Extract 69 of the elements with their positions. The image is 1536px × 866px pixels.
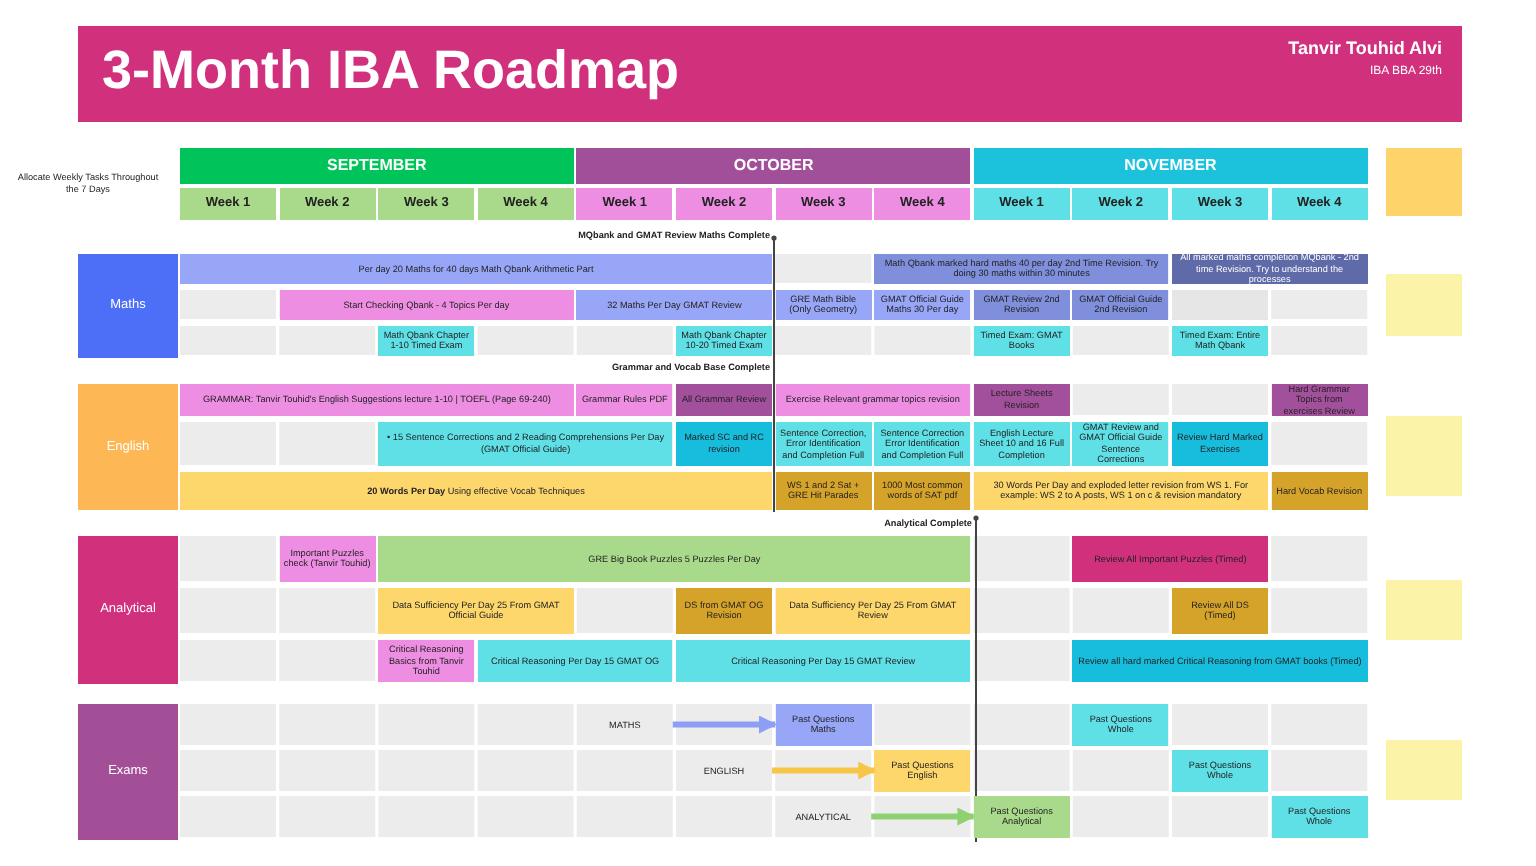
task-bar	[1271, 796, 1368, 837]
task-bar	[1271, 472, 1368, 509]
task-bar	[676, 640, 971, 681]
arrow	[772, 761, 877, 780]
task-bar	[1172, 588, 1268, 633]
week-header	[676, 188, 772, 220]
task-bar	[973, 290, 1070, 319]
task-bar	[1072, 536, 1268, 581]
task-bar	[775, 290, 872, 319]
task-bar	[775, 384, 971, 415]
category-box	[78, 254, 178, 358]
task-bar	[378, 536, 971, 581]
week-header	[279, 188, 376, 220]
arrow	[871, 807, 976, 826]
task-bar	[477, 640, 673, 681]
title-banner	[78, 26, 1462, 122]
task-bar	[1072, 704, 1169, 745]
task-bar	[1172, 422, 1268, 465]
month-text: OCTOBER	[733, 156, 814, 176]
week-header	[477, 188, 574, 220]
task-bar	[874, 290, 971, 319]
task-bar	[279, 290, 574, 319]
task-bar	[378, 422, 673, 465]
task-bar	[180, 254, 772, 283]
task-bar	[1172, 326, 1268, 355]
task-bar	[378, 588, 574, 633]
month-header	[973, 148, 1368, 184]
author-name: Tanvir Touhid Alvi	[1288, 38, 1442, 60]
task-bar	[874, 254, 1169, 283]
arrow	[672, 715, 777, 734]
task-bar	[1072, 640, 1368, 681]
week-header	[180, 188, 276, 220]
week-header	[1072, 188, 1169, 220]
week-header	[378, 188, 475, 220]
week-header	[874, 188, 971, 220]
task-bar	[676, 422, 772, 465]
category-box	[78, 704, 178, 840]
task-bar	[1271, 384, 1368, 415]
category-box	[78, 384, 178, 510]
category-box	[78, 536, 178, 684]
task-bar	[775, 472, 872, 509]
month-text: NOVEMBER	[1124, 156, 1217, 176]
task-bar	[576, 384, 673, 415]
task-bar	[874, 750, 971, 791]
month-header	[180, 148, 574, 184]
task-bar	[1072, 290, 1169, 319]
task-bar	[676, 384, 772, 415]
task-bar	[180, 472, 772, 509]
task-bar	[973, 472, 1268, 509]
task-bar	[973, 326, 1070, 355]
task-bar	[378, 640, 475, 681]
task-bar	[775, 704, 872, 745]
task-bar	[775, 588, 971, 633]
week-header	[576, 188, 673, 220]
week-header	[1271, 188, 1368, 220]
month-header	[576, 148, 971, 184]
month-text: SEPTEMBER	[327, 156, 427, 176]
task-bar	[576, 290, 772, 319]
task-bar	[973, 796, 1070, 837]
task-bar	[874, 472, 971, 509]
task-bar	[676, 588, 772, 633]
task-bar	[1172, 750, 1268, 791]
week-header	[775, 188, 872, 220]
week-header	[973, 188, 1070, 220]
task-bar	[973, 384, 1070, 415]
title-text: 3-Month IBA Roadmap	[102, 38, 679, 103]
task-bar	[279, 536, 376, 581]
task-bar	[180, 384, 574, 415]
week-header	[1172, 188, 1268, 220]
